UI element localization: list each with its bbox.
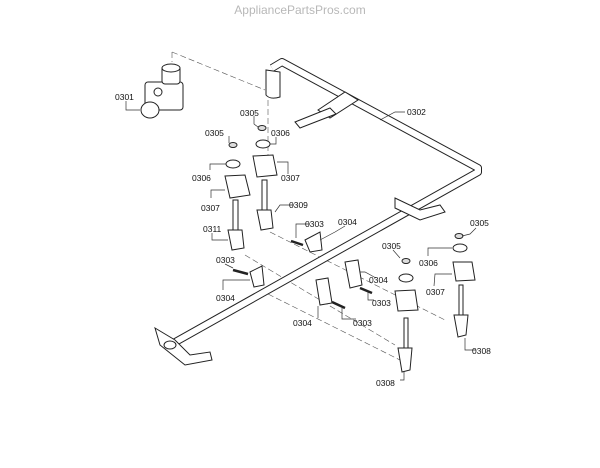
callout-0302: 0302 [407,107,426,117]
pipe-clamps [232,231,373,310]
callout-0303: 0303 [372,298,391,308]
callout-0303: 0303 [353,318,372,328]
gas-pipe-0302 [154,58,482,366]
washers-and-nuts [225,125,468,283]
callout-0303: 0303 [305,219,324,229]
callout-0306: 0306 [419,258,438,268]
callout-0307: 0307 [426,287,445,297]
callout-0303: 0303 [216,255,235,265]
callout-0311: 0311 [203,224,222,234]
leader-lines [125,101,477,381]
callout-0306: 0306 [271,128,290,138]
callout-0306: 0306 [192,173,211,183]
callout-0307: 0307 [281,173,300,183]
callout-0305: 0305 [240,108,259,118]
callout-0301: 0301 [115,92,134,102]
burner-valves [227,179,469,373]
callout-0304: 0304 [216,293,235,303]
callout-0305: 0305 [382,241,401,251]
callout-0308: 0308 [376,378,395,388]
callout-0307: 0307 [201,203,220,213]
pressure-regulator [140,63,184,119]
callout-0304: 0304 [369,275,388,285]
valve-brackets [224,154,476,312]
callout-labels: 0301 0302 0305 0305 0306 0306 0307 0307 … [115,92,491,388]
callout-0308: 0308 [472,346,491,356]
callout-0309: 0309 [289,200,308,210]
callout-0305: 0305 [205,128,224,138]
watermark: AppliancePartsPros.com [234,3,365,17]
callout-0305: 0305 [470,218,489,228]
callout-0304: 0304 [338,217,357,227]
callout-0304: 0304 [293,318,312,328]
